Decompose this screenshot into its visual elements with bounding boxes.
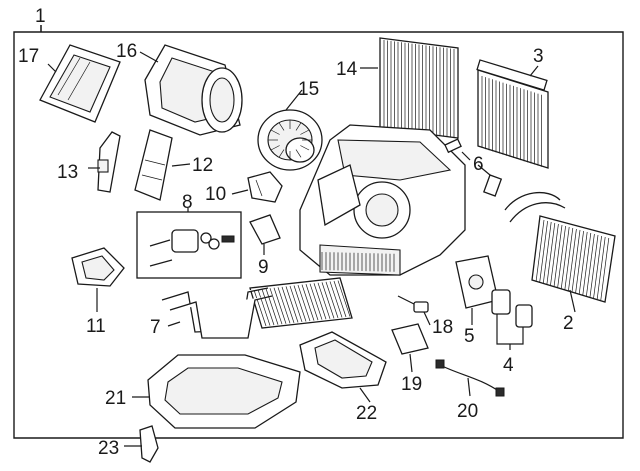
callout-21: 21 bbox=[105, 388, 126, 409]
part-14-cabin-filter bbox=[379, 37, 459, 139]
callout-1: 1 bbox=[35, 6, 46, 27]
callout-11: 11 bbox=[86, 316, 106, 337]
part-20-harness bbox=[435, 359, 505, 397]
callout-5: 5 bbox=[464, 326, 475, 347]
hatch-line bbox=[293, 285, 307, 322]
hatch-line bbox=[273, 287, 287, 324]
hatch-line bbox=[313, 283, 327, 320]
hatch-line bbox=[593, 235, 602, 299]
callout-10: 10 bbox=[205, 184, 226, 205]
hatch-line bbox=[305, 284, 319, 321]
part-4-actuators bbox=[491, 289, 533, 328]
hatch-line bbox=[285, 286, 299, 323]
part-8-kit-box bbox=[136, 211, 242, 279]
part-23-clip bbox=[139, 425, 159, 463]
callout-19: 19 bbox=[401, 374, 422, 395]
hatch-line bbox=[571, 229, 581, 293]
hatch-line bbox=[317, 282, 331, 319]
callout-16: 16 bbox=[116, 41, 137, 62]
callout-15: 15 bbox=[298, 79, 319, 100]
part-12-door-link bbox=[134, 129, 173, 201]
hatch-line bbox=[325, 281, 339, 319]
hatch-line bbox=[261, 288, 275, 326]
part-18-sensor bbox=[397, 295, 429, 313]
hatch-line bbox=[596, 236, 606, 300]
part-7-tubes bbox=[161, 287, 273, 339]
part-11-actuator bbox=[71, 247, 125, 287]
callout-4: 4 bbox=[503, 355, 514, 376]
hatch-line bbox=[568, 228, 577, 292]
fan-blade bbox=[270, 129, 280, 135]
hatch-line bbox=[289, 285, 303, 323]
hatch-line bbox=[535, 219, 545, 283]
part-21-lower-case bbox=[147, 354, 301, 429]
part-19-actuator bbox=[391, 323, 429, 355]
hatch-line bbox=[265, 288, 279, 325]
callout-20: 20 bbox=[457, 401, 478, 422]
hatch-line bbox=[539, 220, 548, 284]
callout-23: 23 bbox=[98, 438, 119, 459]
callout-13: 13 bbox=[57, 162, 78, 183]
hatch-line bbox=[301, 284, 315, 321]
part-3-evaporator bbox=[476, 59, 549, 169]
fan-blade bbox=[300, 145, 310, 151]
hatch-line bbox=[297, 284, 311, 322]
leader-lines bbox=[40, 25, 576, 447]
hatch-line bbox=[557, 225, 566, 289]
hvac-case bbox=[299, 124, 466, 276]
hatch-line bbox=[550, 223, 559, 287]
fan-blade bbox=[278, 122, 285, 131]
fan-blade bbox=[278, 149, 285, 158]
part-6-sensor bbox=[444, 138, 503, 197]
part-16-blower-housing bbox=[144, 44, 243, 136]
fan-blade bbox=[295, 149, 302, 158]
hatch-line bbox=[546, 222, 556, 286]
fan-blade bbox=[295, 122, 302, 131]
hatch-line bbox=[600, 237, 610, 301]
center-fin-block bbox=[249, 277, 353, 329]
callout-8: 8 bbox=[182, 192, 193, 213]
callout-3: 3 bbox=[533, 46, 544, 67]
callout-18: 18 bbox=[432, 317, 453, 338]
fan-blade bbox=[270, 145, 280, 151]
part-17-filter-door bbox=[39, 44, 121, 123]
part-13-bracket bbox=[97, 131, 121, 193]
hatch-line bbox=[553, 224, 563, 288]
callout-7: 7 bbox=[150, 317, 161, 338]
hatch-line bbox=[333, 280, 347, 318]
hatch-line bbox=[337, 280, 351, 317]
hatch-line bbox=[329, 281, 343, 318]
hatch-line bbox=[321, 282, 335, 319]
hatch-line bbox=[281, 286, 295, 323]
hatch-line bbox=[257, 289, 271, 326]
part-10-bracket bbox=[247, 171, 283, 203]
part-2-heater-core bbox=[504, 191, 616, 303]
callout-12: 12 bbox=[192, 155, 213, 176]
part-9-clip bbox=[249, 214, 281, 245]
callout-6: 6 bbox=[473, 154, 484, 175]
hatch-line bbox=[560, 226, 570, 290]
hatch-line bbox=[586, 233, 595, 297]
hatch-line bbox=[253, 289, 267, 327]
hatch-line bbox=[589, 234, 599, 298]
hatch-line bbox=[277, 287, 291, 324]
hatch-line bbox=[582, 232, 592, 296]
part-15-blower-motor bbox=[257, 109, 323, 171]
callout-numbers: 1 2 3 4 5 6 7 8 9 10 11 12 13 14 15 16 1… bbox=[18, 6, 574, 459]
fan-blade bbox=[300, 129, 310, 135]
callout-9: 9 bbox=[258, 257, 269, 278]
callout-17: 17 bbox=[18, 46, 39, 67]
callout-14: 14 bbox=[336, 59, 358, 80]
hatch-line bbox=[542, 221, 552, 285]
hatch-line bbox=[309, 283, 323, 320]
callout-22: 22 bbox=[356, 403, 377, 424]
hatch-line bbox=[575, 230, 584, 294]
hatch-line bbox=[564, 227, 574, 291]
callout-2: 2 bbox=[563, 313, 574, 334]
hatch-line bbox=[269, 288, 283, 325]
hatch-line bbox=[578, 231, 588, 295]
part-22-tray bbox=[299, 331, 387, 389]
